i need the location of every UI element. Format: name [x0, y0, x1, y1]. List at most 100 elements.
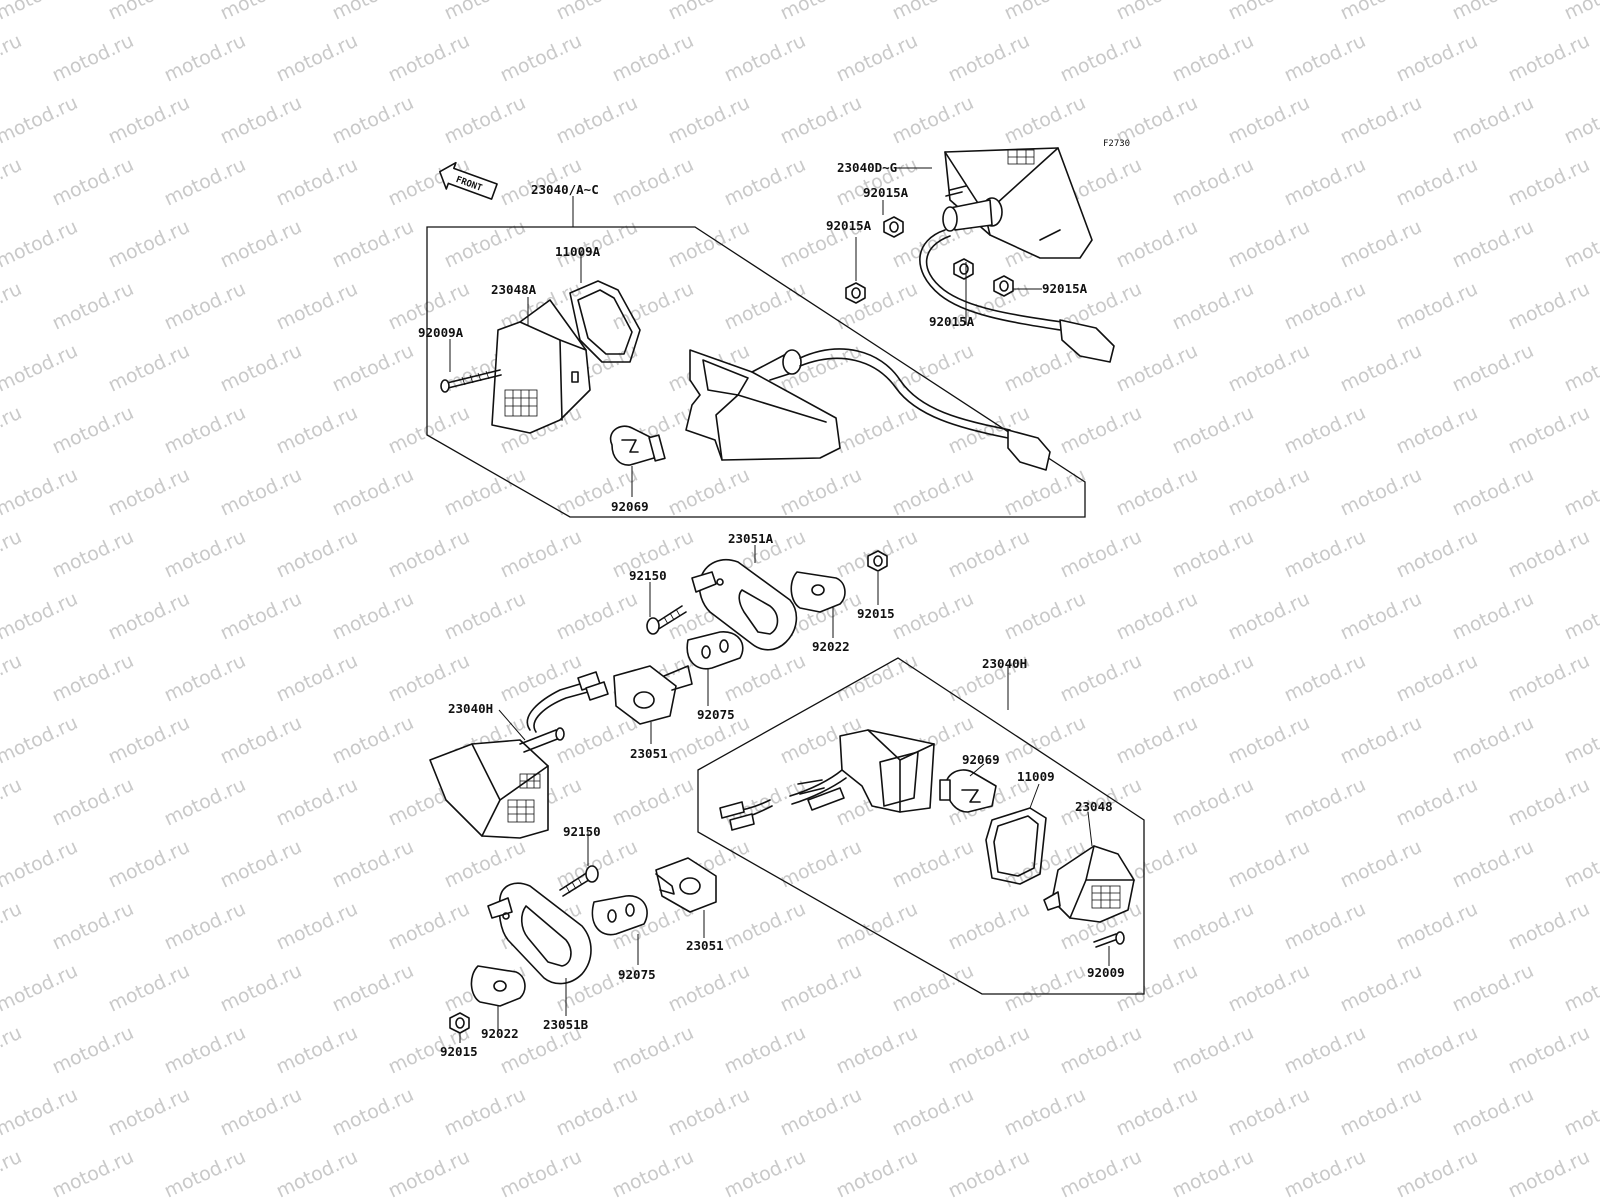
watermark-text: motod.ru: [385, 526, 473, 583]
watermark-text: motod.ru: [665, 216, 753, 273]
watermark-text: motod.ru: [1001, 712, 1089, 769]
watermark-text: motod.ru: [889, 836, 977, 893]
watermark-text: motod.ru: [833, 1146, 921, 1200]
watermark-text: motod.ru: [0, 92, 81, 149]
watermark-text: motod.ru: [945, 1022, 1033, 1079]
watermark-text: motod.ru: [609, 278, 697, 335]
label-23040h-left: 23040H: [448, 701, 493, 716]
watermark-text: motod.ru: [385, 1146, 473, 1200]
watermark-text: motod.ru: [1281, 650, 1369, 707]
watermark-text: motod.ru: [945, 30, 1033, 87]
watermark-text: motod.ru: [1393, 278, 1481, 335]
watermark-text: motod.ru: [49, 1022, 137, 1079]
watermark-text: motod.ru: [441, 92, 529, 149]
watermark-text: motod.ru: [1505, 1146, 1593, 1200]
watermark-text: motod.ru: [161, 1022, 249, 1079]
watermark-text: motod.ru: [1001, 0, 1089, 25]
watermark-text: motod.ru: [161, 1146, 249, 1200]
watermark-text: motod.ru: [1169, 650, 1257, 707]
watermark-text: motod.ru: [1057, 650, 1145, 707]
watermark-text: motod.ru: [1449, 216, 1537, 273]
watermark-text: motod.ru: [553, 588, 641, 645]
watermark-text: motod.ru: [217, 92, 305, 149]
watermark-text: motod.ru: [1337, 340, 1425, 397]
watermark-text: motod.ru: [609, 774, 697, 831]
watermark-text: motod.ru: [1449, 464, 1537, 521]
watermark-text: motod.ru: [217, 588, 305, 645]
watermark-text: motod.ru: [441, 588, 529, 645]
label-92150-bottom: 92150: [563, 824, 601, 839]
watermark-text: motod.ru: [273, 1146, 361, 1200]
watermark-text: motod.ru: [0, 836, 81, 893]
watermark-text: motod.ru: [1113, 464, 1201, 521]
watermark-text: motod.ru: [105, 0, 193, 25]
watermark-text: motod.ru: [1225, 588, 1313, 645]
bulb-92069-top: [609, 425, 666, 466]
watermark-text: motod.ru: [1561, 1084, 1600, 1141]
watermark-text: motod.ru: [1057, 30, 1145, 87]
watermark-text: motod.ru: [1561, 712, 1600, 769]
label-92015-bottom: 92015: [440, 1044, 478, 1059]
label-92015a-mid: 92015A: [826, 218, 872, 233]
watermark-text: motod.ru: [721, 154, 809, 211]
watermark-text: motod.ru: [105, 92, 193, 149]
watermark-text: motod.ru: [161, 898, 249, 955]
turn-signal-23040h-left: [429, 671, 609, 839]
watermark-text: motod.ru: [161, 30, 249, 87]
watermark-text: motod.ru: [1225, 464, 1313, 521]
nut-92015-top: [867, 550, 888, 572]
label-92075-bottom: 92075: [618, 967, 656, 982]
watermark-text: motod.ru: [1393, 1146, 1481, 1200]
watermark-text: motod.ru: [273, 30, 361, 87]
watermark-text: motod.ru: [329, 712, 417, 769]
watermark-text: motod.ru: [441, 1084, 529, 1141]
watermark-text: motod.ru: [217, 960, 305, 1017]
watermark-text: motod.ru: [1337, 1084, 1425, 1141]
assembly-frame-23040-a-c: [426, 226, 1086, 518]
label-92015a-upper: 92015A: [863, 185, 909, 200]
watermark-text: motod.ru: [273, 278, 361, 335]
watermark-text: motod.ru: [49, 650, 137, 707]
lens-23048: [1043, 845, 1135, 923]
watermark-text: motod.ru: [1561, 836, 1600, 893]
label-92022-top: 92022: [812, 639, 850, 654]
watermark-text: motod.ru: [49, 526, 137, 583]
screw-92150-top: [646, 605, 687, 635]
watermark-text: motod.ru: [497, 30, 585, 87]
watermark-text: motod.ru: [1225, 340, 1313, 397]
watermark-text: motod.ru: [1113, 216, 1201, 273]
watermark-text: motod.ru: [217, 836, 305, 893]
watermark-text: motod.ru: [105, 836, 193, 893]
watermark-text: motod.ru: [1561, 588, 1600, 645]
screw-92150-bottom: [559, 865, 599, 897]
watermark-text: motod.ru: [105, 464, 193, 521]
screw-92009: [1093, 931, 1125, 948]
watermark-text: motod.ru: [105, 588, 193, 645]
watermark-text: motod.ru: [0, 464, 81, 521]
watermark-text: motod.ru: [385, 30, 473, 87]
watermark-text: motod.ru: [553, 1084, 641, 1141]
label-23048a: 23048A: [491, 282, 537, 297]
watermark-text: motod.ru: [1337, 836, 1425, 893]
watermark-text: motod.ru: [49, 898, 137, 955]
turn-signal-housing-top: [685, 348, 1051, 471]
watermark-text: motod.ru: [49, 402, 137, 459]
watermark-text: motod.ru: [1113, 0, 1201, 25]
watermark-text: motod.ru: [217, 464, 305, 521]
nut-92015a-3: [883, 216, 904, 238]
watermark-text: motod.ru: [1281, 154, 1369, 211]
watermark-text: motod.ru: [329, 464, 417, 521]
watermark-text: motod.ru: [1057, 1022, 1145, 1079]
watermark-text: motod.ru: [329, 340, 417, 397]
watermark-text: motod.ru: [1505, 30, 1593, 87]
turn-signal-23040h-right: [719, 729, 935, 831]
watermark-text: motod.ru: [1505, 650, 1593, 707]
label-92015a-right: 92015A: [1042, 281, 1088, 296]
watermark-text: motod.ru: [1393, 650, 1481, 707]
watermark-text: motod.ru: [217, 1084, 305, 1141]
watermark-text: motod.ru: [497, 650, 585, 707]
watermark-text: motod.ru: [217, 340, 305, 397]
watermark-text: motod.ru: [0, 278, 25, 335]
watermark-text: motod.ru: [1225, 960, 1313, 1017]
